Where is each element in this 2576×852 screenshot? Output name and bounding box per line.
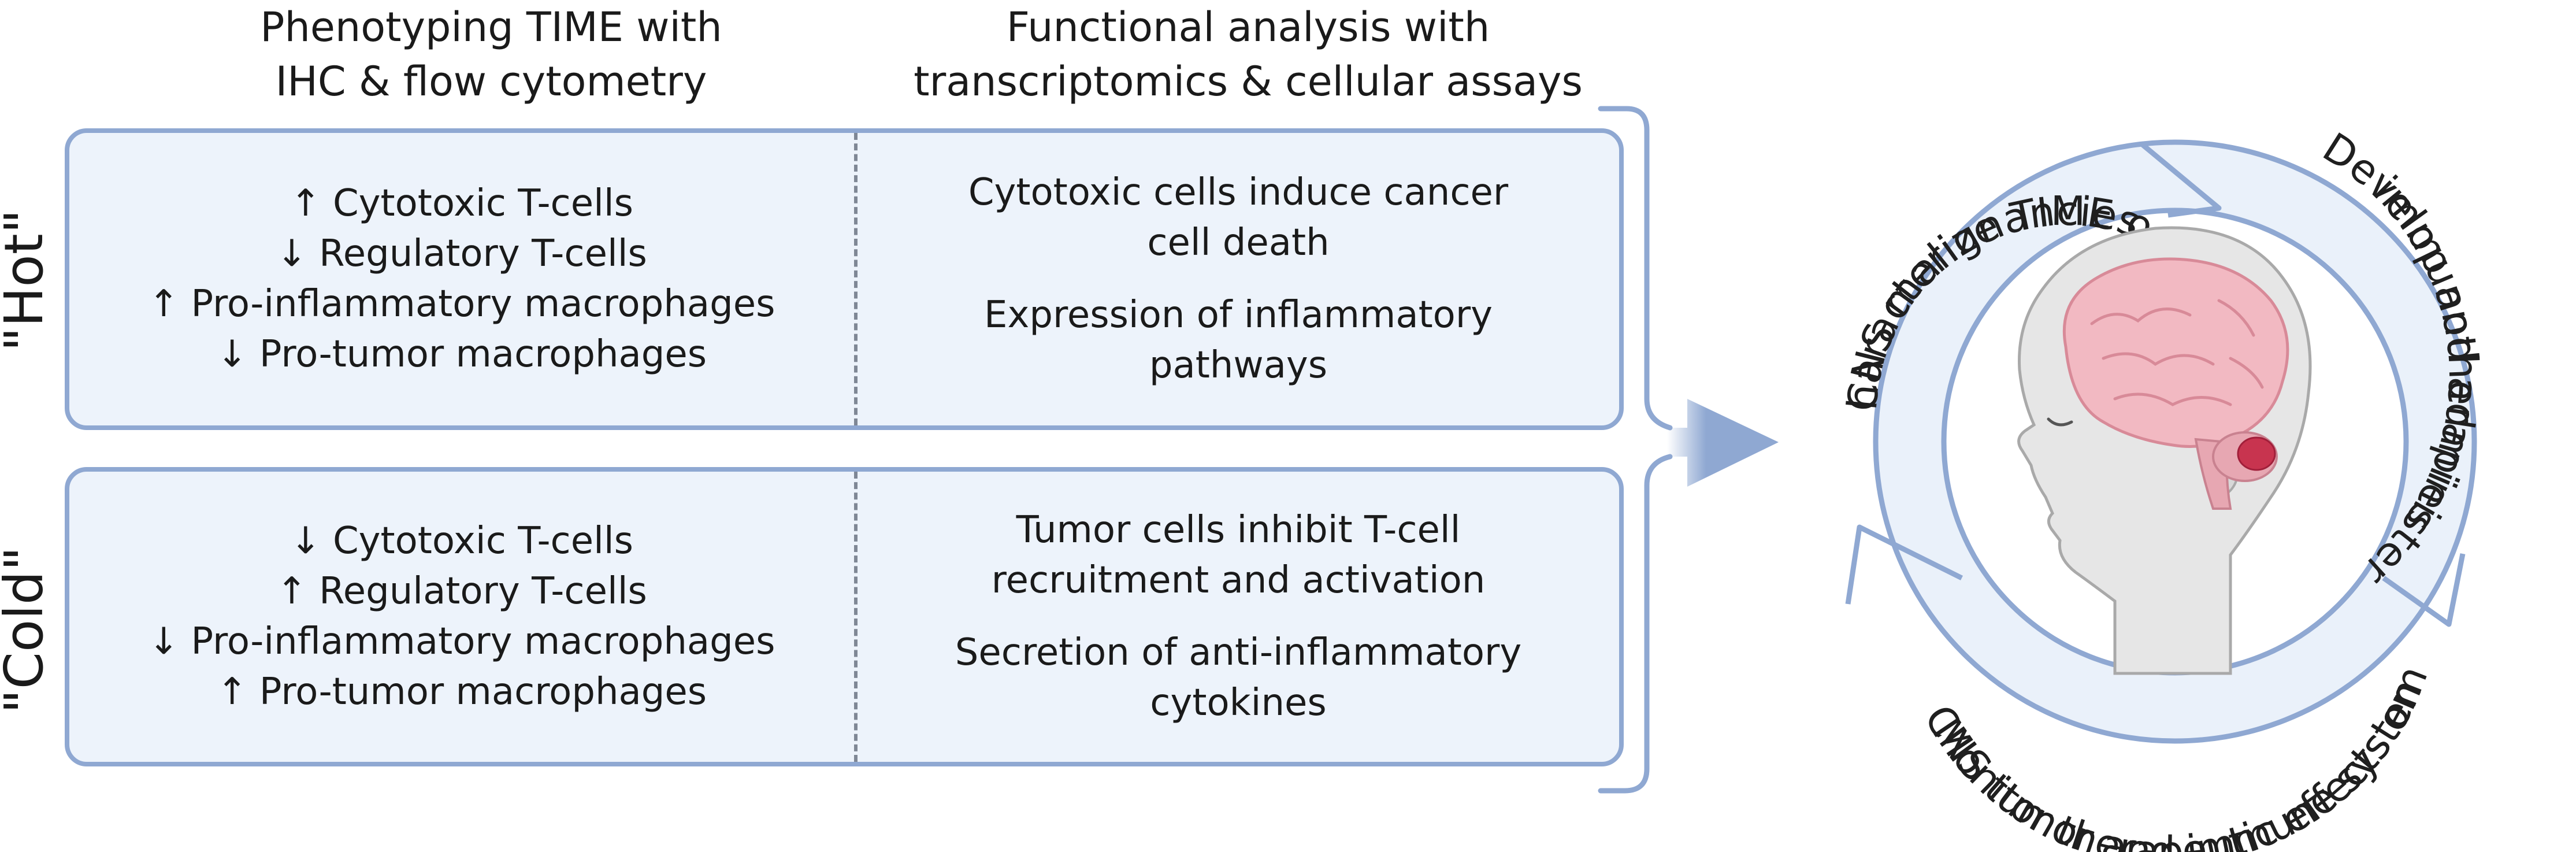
hot-panel: ↑ Cytotoxic T-cells ↓ Regulatory T-cells… [65, 128, 1624, 430]
cold-function-list: Tumor cells inhibit T-cell recruitment a… [858, 472, 1619, 762]
cycle-chevron-top [2139, 141, 2222, 218]
hot-phenotype-1: ↑ Cytotoxic T-cells [289, 182, 634, 225]
connector-bracket [1598, 106, 1673, 794]
header-phenotyping-line-1: Phenotyping TIME with [260, 3, 722, 51]
hot-function-list: Cytotoxic cells induce cancer cell death… [858, 133, 1619, 425]
header-functional-line-2: transcriptomics & cellular assays [914, 58, 1583, 105]
hot-phenotype-4: ↓ Pro-tumor macrophages [216, 333, 707, 376]
hot-phenotype-list: ↑ Cytotoxic T-cells ↓ Regulatory T-cells… [69, 133, 854, 425]
cold-function-2: Secretion of anti-inflammatory cytokines [955, 631, 1522, 724]
cold-phenotype-list: ↓ Cytotoxic T-cells ↑ Regulatory T-cells… [69, 472, 854, 762]
hot-function-1: Cytotoxic cells induce cancer cell death [968, 171, 1509, 264]
header-functional: Functional analysis with transcriptomics… [844, 0, 1653, 109]
header-phenotyping: Phenotyping TIME with IHC & flow cytomet… [173, 0, 809, 109]
closed-eye-icon [2047, 417, 2073, 427]
cold-phenotype-2: ↑ Regulatory T-cells [276, 570, 647, 613]
header-functional-line-1: Functional analysis with [1006, 3, 1490, 51]
cycle-chevron-left [1845, 524, 1963, 605]
child-head-illustration [2017, 226, 2312, 675]
cold-phenotype-1: ↓ Cytotoxic T-cells [289, 520, 634, 562]
cold-phenotype-3: ↓ Pro-inflammatory macrophages [148, 620, 775, 663]
hot-divider [854, 133, 858, 425]
cold-panel: ↓ Cytotoxic T-cells ↑ Regulatory T-cells… [65, 467, 1624, 766]
cycle-chevron-right [2382, 553, 2466, 627]
cold-phenotype-4: ↑ Pro-tumor macrophages [216, 671, 707, 713]
brain-icon [2062, 257, 2289, 448]
hot-phenotype-3: ↑ Pro-inflammatory macrophages [148, 283, 775, 325]
cycle-step-1-line-1: Characterize TIME of [0, 0, 2160, 412]
cold-function-1: Tumor cells inhibit T-cell recruitment a… [991, 509, 1486, 602]
cold-divider [854, 472, 858, 762]
brain-folds [2090, 299, 2264, 406]
flow-arrow [1667, 399, 1779, 487]
hot-phenotype-2: ↓ Regulatory T-cells [276, 232, 647, 275]
header-phenotyping-line-2: IHC & flow cytometry [275, 58, 707, 105]
tumor-icon [2237, 436, 2276, 471]
hot-function-2: Expression of inflammatory pathways [984, 294, 1493, 387]
